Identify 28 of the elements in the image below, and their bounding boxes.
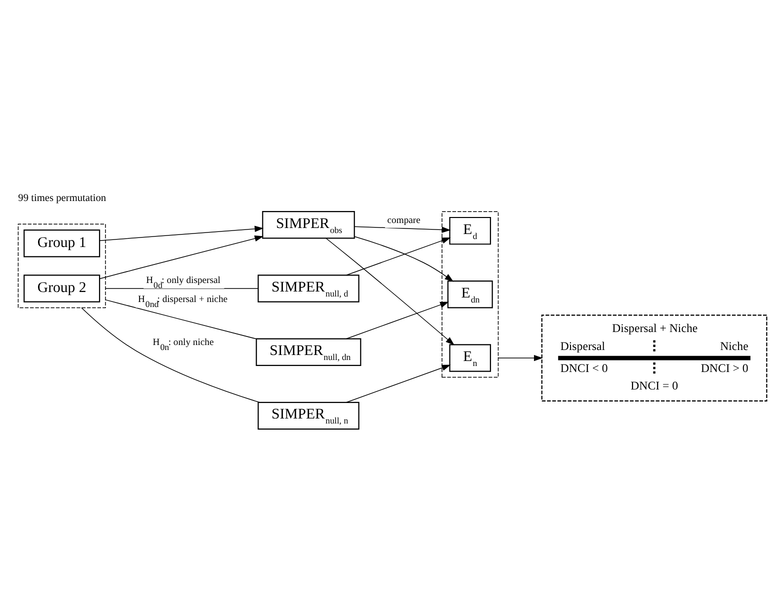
connector xyxy=(81,307,260,403)
connector xyxy=(105,288,258,289)
node-box: E$_{d}$ xyxy=(449,216,492,245)
connector xyxy=(105,299,257,340)
edge-label: compare xyxy=(387,214,420,226)
edge-label: H$_{0d}$: only dispersal xyxy=(146,274,220,290)
node-box: SIMPER$_{null, d}$ xyxy=(258,274,360,302)
node-box: Group 2 xyxy=(24,274,100,302)
arrow xyxy=(354,236,454,282)
node-box: Group 1 xyxy=(24,230,100,258)
node-box: E$_{n}$ xyxy=(449,344,492,372)
node-box: SIMPER$_{obs}$ xyxy=(262,211,355,239)
arrow xyxy=(99,226,264,241)
node-box: E$_{dn}$ xyxy=(447,280,493,308)
arrow xyxy=(326,238,454,346)
node-box: SIMPER$_{null, n}$ xyxy=(258,402,360,430)
cluster xyxy=(18,224,106,308)
node-box: SIMPER$_{null, dn}$ xyxy=(256,338,362,366)
node-box: Dispersal + Niche Dispersal Niche DNCI < 0 DNCI > 0 DNCI = 0 xyxy=(541,314,768,402)
label: 99 times permutation xyxy=(18,193,106,204)
edge-label: H$_{0nd}$: dispersal + niche xyxy=(138,294,228,310)
edge-label: H$_{0n}$: only niche xyxy=(152,337,214,352)
arrow xyxy=(99,235,264,280)
arrow xyxy=(346,238,451,276)
arrow xyxy=(346,364,451,403)
arrow xyxy=(354,226,451,233)
arrow xyxy=(346,302,449,340)
arrow xyxy=(498,354,543,362)
